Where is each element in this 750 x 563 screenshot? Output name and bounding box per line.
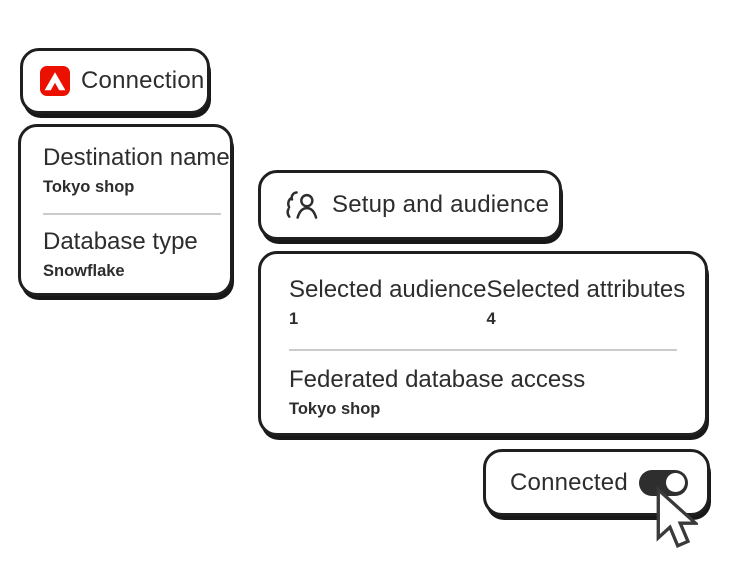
connection-title: Connection [81,67,205,94]
destination-name-value: Tokyo shop [43,177,135,196]
toggle-knob-icon [665,473,685,492]
connected-toggle[interactable] [639,469,688,496]
setup-audience-title: Setup and audience [332,191,550,218]
stats-row: Selected audience 1 Selected attributes … [289,276,685,329]
connected-label: Connected [510,468,628,496]
selected-audience-label: Selected audience [289,276,487,303]
selected-attributes-value: 4 [486,309,496,328]
setup-audience-card: Setup and audience [258,170,562,240]
database-type-label: Database type [43,227,198,255]
destination-card: Destination name Tokyo shop Database typ… [18,124,233,296]
selected-attributes-label: Selected attributes [486,276,686,303]
mouse-cursor-icon [656,487,698,548]
destination-name-field: Destination name Tokyo shop [43,144,230,197]
audience-icon [286,190,318,219]
selected-attributes-stat: Selected attributes 4 [486,276,685,329]
selected-audience-value: 1 [289,309,299,328]
federated-access-value: Tokyo shop [289,399,381,418]
federated-access-label: Federated database access [289,365,586,393]
database-type-value: Snowflake [43,261,125,280]
connection-card: Connection [20,48,210,114]
adobe-logo-icon [40,66,70,96]
details-card: Selected audience 1 Selected attributes … [258,251,708,436]
selected-audience-stat: Selected audience 1 [289,276,486,329]
divider [289,348,677,351]
database-type-field: Database type Snowflake [43,228,212,281]
divider [43,212,221,215]
federated-access-field: Federated database access Tokyo shop [289,366,677,419]
destination-name-label: Destination name [43,144,230,171]
